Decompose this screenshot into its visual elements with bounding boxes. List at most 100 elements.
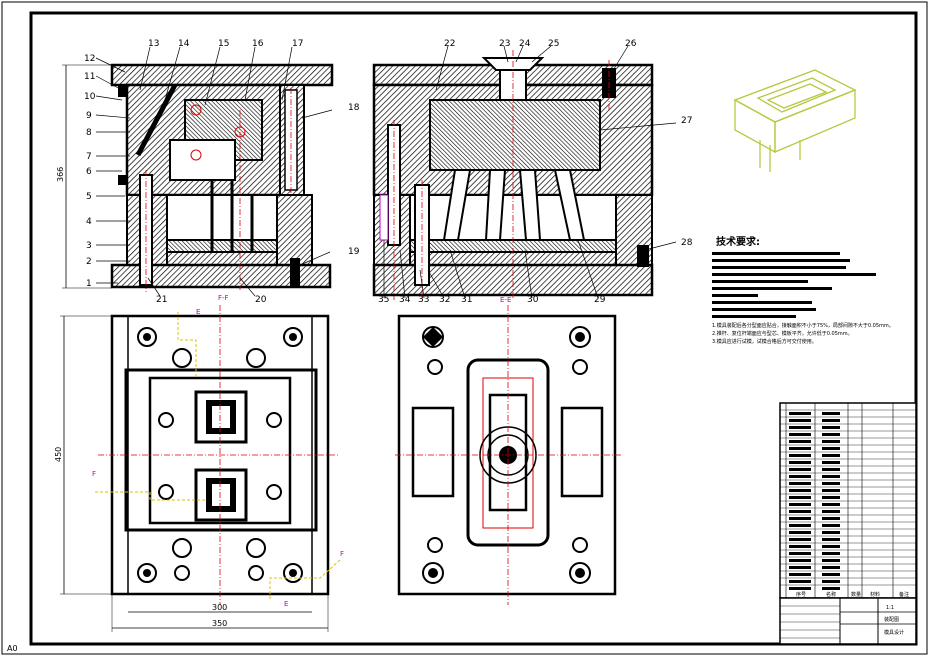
side-section-label: E-E [500, 296, 511, 304]
bom-header-no: 序号 [796, 591, 806, 598]
part-number-30: 30 [527, 295, 539, 305]
part-number-17: 17 [292, 39, 303, 49]
part-number-23: 23 [499, 39, 510, 49]
part-number-2: 2 [86, 257, 92, 267]
bom-row-text-block [789, 447, 811, 450]
corner-mark: A0 [7, 644, 18, 653]
bom-row-text-block [822, 496, 840, 499]
bom-row-text-block [822, 447, 840, 450]
bom-row-text-block [789, 503, 811, 506]
part-number-14: 14 [178, 39, 190, 49]
front-height-dim: 366 [56, 167, 65, 182]
top-outer-width-dim: 350 [212, 619, 227, 628]
bom-row-text-block [789, 573, 811, 576]
side-section-view: 22 23 24 25 26 27 28 29 30 31 32 33 34 3… [372, 39, 693, 305]
bom-row-text-block [789, 426, 811, 429]
bom-row-text-block [822, 510, 840, 513]
bom-row-text-block [789, 531, 811, 534]
bom-table: 序号 名称 数量 材料 备注 [779, 402, 917, 599]
bom-row-text-block [822, 545, 840, 548]
part-number-12: 12 [84, 54, 95, 64]
part-number-28: 28 [681, 238, 693, 248]
part-number-35: 35 [378, 295, 389, 305]
top-inner-width-dim: 300 [212, 603, 227, 612]
bom-row-text-block [789, 559, 811, 562]
part-number-11: 11 [84, 72, 95, 82]
part-number-1: 1 [86, 279, 92, 289]
bom-row-text-block [789, 587, 811, 590]
part-number-9: 9 [86, 111, 92, 121]
part-number-31: 31 [461, 295, 472, 305]
part-number-27: 27 [681, 116, 692, 126]
bom-row-text-block [822, 440, 840, 443]
bom-row-text-block [789, 496, 811, 499]
bom-row-text-block [789, 454, 811, 457]
bom-row-text-block [789, 538, 811, 541]
part-number-22: 22 [444, 39, 455, 49]
part-number-34: 34 [399, 295, 411, 305]
top-view: E F F E 450 300 350 [54, 305, 344, 632]
bom-row-text-block [822, 461, 840, 464]
part-number-26: 26 [625, 39, 637, 49]
bom-row-text-block [822, 482, 840, 485]
bom-row-text-block [822, 531, 840, 534]
part-number-29: 29 [594, 295, 606, 305]
technical-requirements: 技术要求: 1.模具装配后各分型面应贴合，接触面积不小于75%，局部间隙不大于0… [712, 235, 894, 345]
bom-row-text-block [822, 517, 840, 520]
inner-border [29, 11, 918, 646]
bom-row-text-block [789, 433, 811, 436]
part-number-5: 5 [86, 192, 92, 202]
part-number-16: 16 [252, 39, 264, 49]
part-number-32: 32 [439, 295, 450, 305]
top-view-marker-1: E [196, 308, 200, 316]
part-number-10: 10 [84, 92, 96, 102]
part-number-19: 19 [348, 247, 360, 257]
bom-row-text-block [789, 468, 811, 471]
title-block: 1:1 装配图 模具设计 [779, 597, 917, 645]
tech-req-heading: 技术要求: [716, 235, 760, 248]
bom-row-text-block [789, 461, 811, 464]
part-number-3: 3 [86, 241, 92, 251]
bom-row-text-block [822, 468, 840, 471]
bom-row-text-block [789, 475, 811, 478]
bom-row-text-block [822, 559, 840, 562]
title-company: 模具设计 [884, 629, 904, 636]
title-scale: 1:1 [886, 605, 894, 611]
bom-row-text-block [822, 587, 840, 590]
bom-header-name: 名称 [826, 591, 836, 598]
title-drawing-name: 装配图 [884, 616, 899, 623]
product-isometric [733, 69, 857, 172]
bom-row-text-block [822, 573, 840, 576]
bom-row-text-block [822, 433, 840, 436]
fixed-half-plan-view [395, 305, 622, 605]
bom-row-text-block [789, 517, 811, 520]
bom-row-text-block [789, 566, 811, 569]
part-number-4: 4 [86, 217, 92, 227]
part-number-25: 25 [548, 39, 559, 49]
bom-row-text-block [822, 580, 840, 583]
front-section-label: F-F [218, 294, 229, 302]
bom-row-text-block [822, 524, 840, 527]
bom-row-text-block [789, 580, 811, 583]
part-number-8: 8 [86, 128, 92, 138]
top-view-marker-4: E [284, 600, 288, 608]
top-view-marker-3: F [340, 550, 344, 558]
bom-row-text-block [789, 489, 811, 492]
bom-row-text-block [822, 412, 840, 415]
bom-row-text-block [822, 552, 840, 555]
bom-row-text-block [789, 510, 811, 513]
bom-row-text-block [822, 538, 840, 541]
part-number-7: 7 [86, 152, 92, 162]
bom-row-text-block [822, 503, 840, 506]
part-number-18: 18 [348, 103, 360, 113]
tech-req-note-1: 1.模具装配后各分型面应贴合，接触面积不小于75%，局部间隙不大于0.05mm。 [712, 322, 894, 329]
bom-row-text-block [789, 545, 811, 548]
bom-row-text-block [822, 426, 840, 429]
top-view-marker-2: F [92, 470, 96, 478]
bom-header-qty: 数量 [851, 591, 861, 598]
part-number-20: 20 [255, 295, 267, 305]
bom-row-text-block [822, 454, 840, 457]
bom-row-text-block [789, 440, 811, 443]
part-number-13: 13 [148, 39, 159, 49]
